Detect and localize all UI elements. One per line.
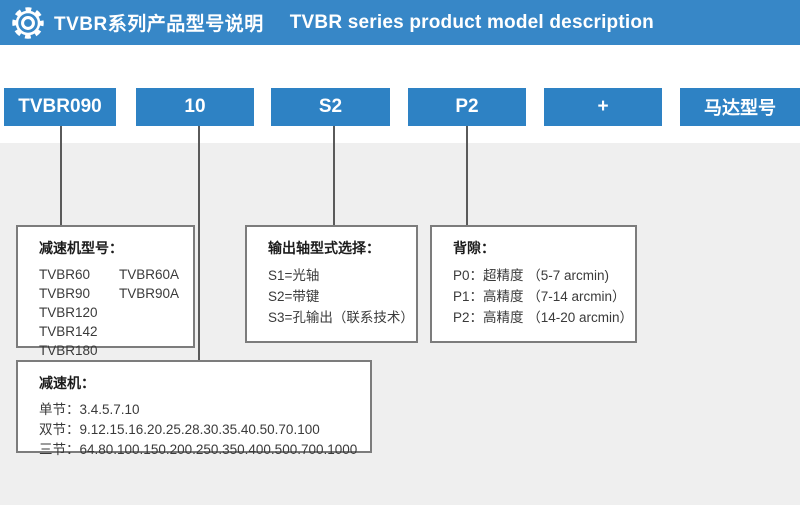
backlash-box: 背隙： P0：超精度 （5-7 arcmin) P1：高精度 （7-14 arc… [430, 225, 637, 343]
box-title: 背隙： [453, 240, 495, 256]
model-code-box-backlash: P2 [408, 88, 526, 126]
box-title: 输出轴型式选择： [268, 240, 380, 256]
connector-line-shaft [333, 126, 335, 225]
list-item: P0：超精度 （5-7 arcmin) [453, 268, 610, 283]
list-item: 三节：64.80.100.150.200.250.350.400.500.700… [39, 442, 358, 457]
model-code-box-shaft: S2 [271, 88, 390, 126]
model-code-box-plus: + [544, 88, 662, 126]
table-row: TVBR90 TVBR90A [39, 284, 185, 303]
connector-line-ratio [198, 126, 200, 360]
table-row: TVBR142 [39, 322, 185, 341]
list-item: 单节：3.4.5.7.10 [39, 402, 140, 417]
list-item: TVBR90 [39, 286, 91, 301]
page-title-zh: TVBR系列产品型号说明 [54, 14, 264, 35]
gear-icon [12, 6, 44, 39]
list-item: TVBR180 [39, 343, 98, 358]
list-item: S3=孔输出（联系技术） [268, 310, 414, 325]
list-item: P1：高精度 （7-14 arcmin） [453, 289, 626, 304]
table-row: TVBR180 [39, 341, 185, 360]
table-row: TVBR60 TVBR60A [39, 265, 185, 284]
list-item: S1=光轴 [268, 268, 320, 283]
list-item: TVBR60A [119, 267, 180, 282]
list-item: TVBR120 [39, 305, 98, 320]
connector-line-series [60, 126, 62, 225]
connector-line-backlash [466, 126, 468, 225]
output-shaft-box: 输出轴型式选择： S1=光轴 S2=带键 S3=孔输出（联系技术） [245, 225, 418, 343]
model-code-box-ratio: 10 [136, 88, 254, 126]
box-title: 减速机型号： [39, 240, 123, 256]
table-row: TVBR120 [39, 303, 185, 322]
list-item: TVBR60 [39, 267, 91, 282]
list-item: TVBR90A [119, 286, 180, 301]
reducer-model-box: 减速机型号： TVBR60 TVBR60A TVBR90 TVBR90A TVB… [16, 225, 195, 358]
list-item: 双节：9.12.15.16.20.25.28.30.35.40.50.70.10… [39, 422, 320, 437]
list-item: TVBR142 [39, 324, 98, 339]
page-title-en: TVBR series product model description [289, 11, 654, 33]
model-code-box-series: TVBR090 [4, 88, 116, 126]
list-item: P2：高精度 （14-20 arcmin） [453, 310, 634, 325]
header-bar: TVBR系列产品型号说明 TVBR series product model d… [0, 0, 800, 45]
box-title: 减速机： [39, 375, 95, 391]
list-item: S2=带键 [268, 289, 320, 304]
reducer-ratio-box: 减速机： 单节：3.4.5.7.10 双节：9.12.15.16.20.25.2… [16, 360, 372, 457]
model-code-box-motor: 马达型号 [680, 88, 800, 126]
